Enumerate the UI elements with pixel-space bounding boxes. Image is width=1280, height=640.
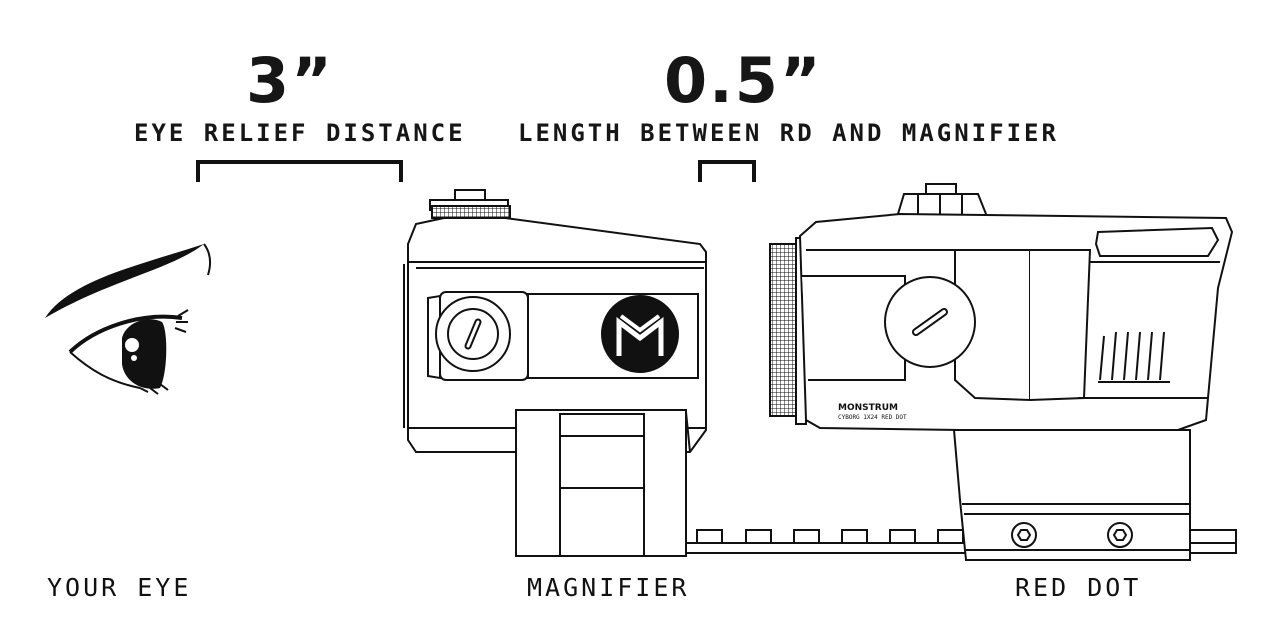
magnifier-label: MAGNIFIER: [527, 573, 690, 602]
red-dot-brand: MONSTRUM: [838, 403, 898, 413]
rd-gap-value: 0.5”: [664, 44, 823, 117]
red-dot-model: CYBORG 1X24 RED DOT: [838, 414, 907, 421]
eye-label: YOUR EYE: [47, 573, 192, 602]
eye-relief-bracket: [196, 160, 403, 182]
red-dot-label: RED DOT: [1015, 573, 1142, 602]
red-dot-illustration: [769, 183, 1234, 561]
rd-gap-label: LENGTH BETWEEN RD AND MAGNIFIER: [518, 119, 1059, 147]
eye-illustration: [45, 243, 212, 395]
magnifier-illustration: [403, 189, 707, 557]
eye-relief-value: 3”: [246, 44, 334, 117]
monstrum-logo-icon: [616, 314, 664, 356]
rd-gap-bracket: [698, 160, 756, 182]
eye-relief-label: EYE RELIEF DISTANCE: [134, 119, 466, 147]
